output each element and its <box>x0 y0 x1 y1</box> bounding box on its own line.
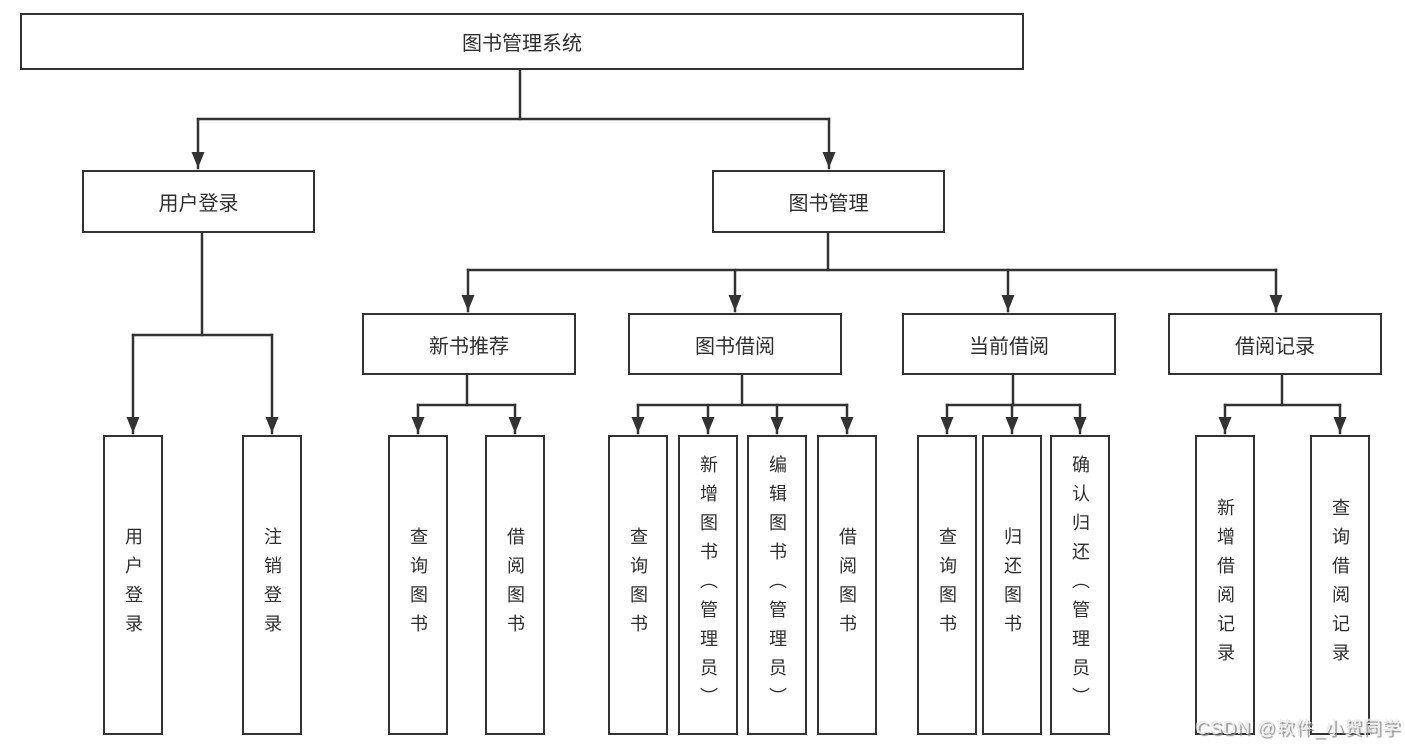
node-label: 借阅图书 <box>505 527 525 643</box>
node-label: 归还图书 <box>1002 527 1022 643</box>
node-label: 注销登录 <box>262 527 282 643</box>
node-borrow-record: 借阅记录 <box>1168 313 1382 375</box>
node-user-login: 用户登录 <box>82 170 315 233</box>
watermark: CSDN @软件_小贺同学 <box>1195 718 1401 738</box>
node-label: 查询图书 <box>937 527 957 643</box>
edges-new-book-recommend <box>411 373 522 435</box>
leaf-borrow-books-recommend: 借阅图书 <box>485 435 545 735</box>
edges-borrow-record <box>1218 373 1347 435</box>
leaf-edit-books-admin: 编辑图书（管理员） <box>747 435 807 735</box>
edges-current-borrow <box>940 373 1087 435</box>
node-label: 查询借阅记录 <box>1330 498 1350 672</box>
leaf-return-books: 归还图书 <box>982 435 1042 735</box>
edges-book-management <box>461 231 1283 313</box>
node-label: 借阅记录 <box>1235 335 1315 358</box>
node-book-borrow: 图书借阅 <box>628 313 842 375</box>
node-label: 新增借阅记录 <box>1215 498 1235 672</box>
node-label: 用户登录 <box>123 527 143 643</box>
node-label: 借阅图书 <box>837 527 857 643</box>
node-label: 图书借阅 <box>695 335 775 358</box>
leaf-add-books-admin: 新增图书（管理员） <box>678 435 738 735</box>
edges-book-borrow <box>631 373 854 435</box>
node-label: 查询图书 <box>628 527 648 643</box>
node-current-borrow: 当前借阅 <box>902 313 1116 375</box>
node-book-management: 图书管理 <box>712 170 945 233</box>
node-label: 新增图书（管理员） <box>698 454 718 716</box>
leaf-user-login: 用户登录 <box>103 435 163 735</box>
edges-user-login <box>126 231 279 435</box>
leaf-query-borrow-record: 查询借阅记录 <box>1310 435 1370 735</box>
node-label: 编辑图书（管理员） <box>767 454 787 716</box>
leaf-query-books-borrow: 查询图书 <box>608 435 668 735</box>
node-label: 图书管理系统 <box>462 33 582 55</box>
edges-root <box>191 68 836 170</box>
node-label: 图书管理 <box>788 193 869 215</box>
leaf-query-books-recommend: 查询图书 <box>388 435 448 735</box>
leaf-borrow-books: 借阅图书 <box>817 435 877 735</box>
leaf-confirm-return-admin: 确认归还（管理员） <box>1050 435 1110 735</box>
leaf-logout: 注销登录 <box>242 435 302 735</box>
node-root: 图书管理系统 <box>20 13 1024 70</box>
leaf-add-borrow-record: 新增借阅记录 <box>1195 435 1255 735</box>
leaf-query-books-current: 查询图书 <box>917 435 977 735</box>
node-label: 新书推荐 <box>429 335 509 358</box>
node-label: 确认归还（管理员） <box>1070 454 1090 716</box>
node-label: 用户登录 <box>158 193 239 215</box>
node-label: 当前借阅 <box>969 335 1049 358</box>
node-new-book-recommend: 新书推荐 <box>362 313 576 375</box>
node-label: 查询图书 <box>408 527 428 643</box>
